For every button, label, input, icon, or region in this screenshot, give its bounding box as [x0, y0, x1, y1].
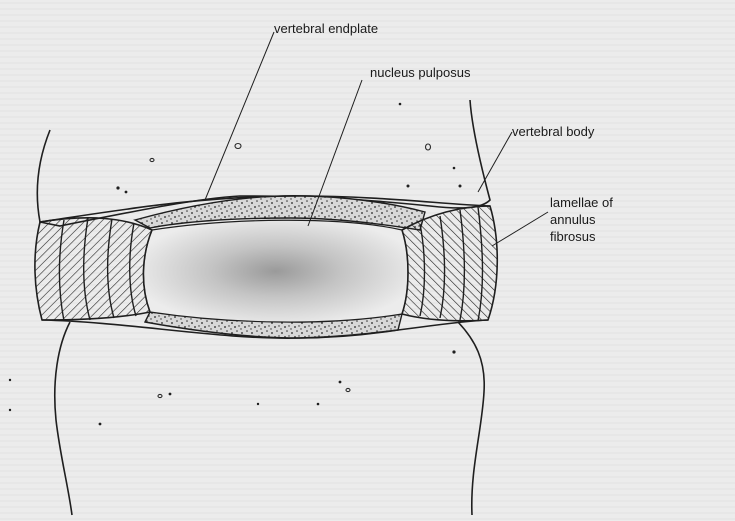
label-vertebral-body: vertebral body	[512, 124, 595, 139]
label-vertebral-endplate: vertebral endplate	[274, 21, 378, 36]
label-lamellae-line2: annulus	[550, 212, 596, 227]
left-annulus-outer	[35, 218, 152, 320]
label-nucleus-pulposus: nucleus pulposus	[370, 65, 471, 80]
nucleus-pulposus-region	[143, 220, 408, 322]
right-annulus-outer	[402, 206, 497, 321]
label-lamellae-line3: fibrosus	[550, 229, 596, 244]
label-lamellae-line1: lamellae of	[550, 195, 613, 210]
